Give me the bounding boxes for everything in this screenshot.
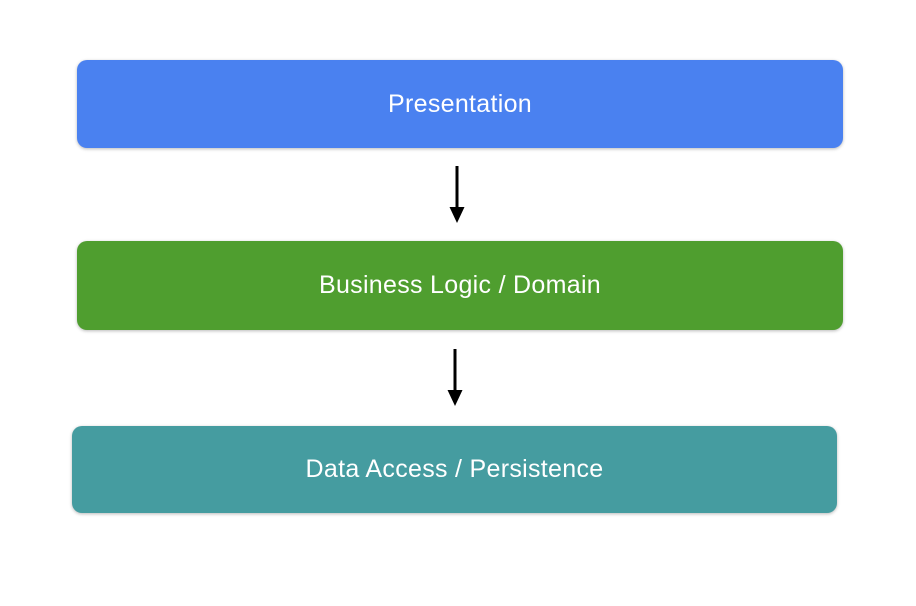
data-access-layer-label: Data Access / Persistence: [305, 455, 604, 483]
presentation-layer-label: Presentation: [388, 89, 532, 118]
presentation-layer-box: Presentation: [77, 60, 843, 148]
business-logic-layer-label: Business Logic / Domain: [318, 271, 602, 299]
business-logic-layer-box: Business Logic / Domain: [77, 241, 843, 330]
arrow-down-icon: [447, 349, 463, 406]
data-access-layer-box: Data Access / Persistence: [72, 426, 837, 513]
arrow-down-icon: [449, 166, 465, 223]
